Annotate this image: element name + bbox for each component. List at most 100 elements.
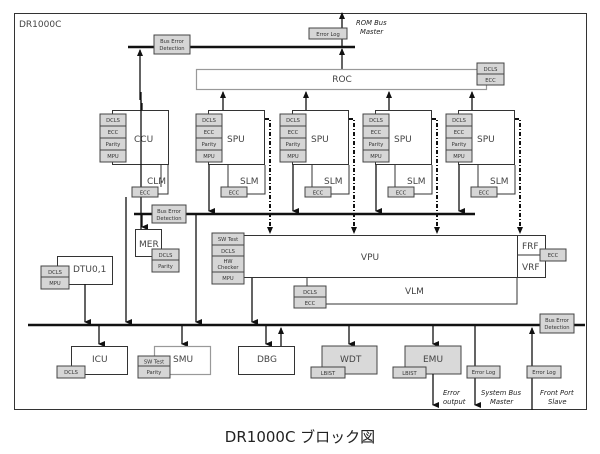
spu-tag-label: Parity	[369, 142, 384, 148]
system-bus-master-label-1: System Bus	[481, 389, 521, 397]
top-bed-label-1: Bus Error	[160, 39, 185, 45]
frame-label: DR1000C	[19, 20, 61, 30]
dbg-label: DBG	[257, 355, 277, 365]
slm-tag-ecc	[470, 186, 498, 198]
spu-tag-label: DCLS	[286, 118, 300, 124]
fps-error-log	[526, 365, 562, 379]
chip-frame	[14, 13, 587, 410]
dtu-label: DTU0,1	[73, 265, 106, 275]
vlm-tag-label: ECC	[305, 301, 316, 307]
wdt-label: WDT	[340, 355, 362, 365]
icu-tag-dcls	[56, 365, 86, 379]
roc-tag-dcls-label: DCLS	[484, 67, 498, 73]
front-port-slave-label-2: Slave	[548, 398, 567, 406]
frf-label: FRF	[522, 242, 539, 252]
emu-tag-lbist	[392, 366, 427, 379]
mer-tag-parity	[151, 259, 180, 273]
spu-vpu-arrowhead	[434, 227, 440, 234]
spu-label: SPU	[311, 135, 329, 145]
sys-error-log	[466, 365, 501, 379]
error-output-label-2: output	[443, 398, 466, 406]
mid-bed-label-2: Detection	[156, 216, 181, 222]
clm-label: CLM	[147, 177, 166, 187]
smu-tag-label: Parity	[147, 370, 162, 376]
spu-tag-label: MPU	[370, 154, 382, 160]
sys-error-log-label: Error Log	[472, 370, 496, 376]
roc-tag-ecc	[476, 73, 505, 86]
top-bed-label-2: Detection	[159, 46, 184, 52]
vpu-tags: SW Test DCLS HW Checker MPU	[211, 232, 245, 285]
spu-tag-label: Parity	[452, 142, 467, 148]
mer-block	[135, 229, 162, 257]
vlm-frame	[306, 278, 518, 305]
vlm-label: VLM	[405, 287, 424, 297]
slm-frame	[394, 165, 433, 195]
vpu-label: VPU	[361, 253, 379, 263]
spu-label: SPU	[227, 135, 245, 145]
vpu-tag-label: Checker	[217, 265, 239, 271]
spu-tag	[362, 149, 390, 163]
ccu-tag-label: Parity	[106, 142, 121, 148]
mer-label: MER	[139, 240, 159, 250]
spu-tag-label: ECC	[288, 130, 299, 136]
ccu-tag-label: MPU	[107, 154, 119, 160]
spu-tag-label: DCLS	[202, 118, 216, 124]
rf-tag-label: ECC	[548, 253, 559, 259]
roc-tag-ecc-label: ECC	[485, 78, 496, 84]
slm-frame	[311, 165, 350, 195]
slm-tag-label: ECC	[313, 191, 324, 197]
vlm-tag-label: DCLS	[303, 290, 317, 296]
dtu-tag-mpu	[40, 276, 70, 290]
spu-tag-label: MPU	[453, 154, 465, 160]
ccu-tags: DCLS ECC Parity MPU	[99, 113, 127, 163]
rom-bus-master-label-2: Master	[360, 28, 384, 36]
ccu-label: CCU	[134, 135, 153, 145]
vpu-block	[231, 235, 518, 278]
spu-tag	[279, 149, 307, 163]
icu-label: ICU	[92, 355, 108, 365]
slm-tag-ecc	[304, 186, 332, 198]
system-bus-master-label-2: Master	[490, 398, 514, 406]
ccu-tag-label: DCLS	[106, 118, 120, 124]
dtu-tag-label: MPU	[49, 281, 61, 287]
spu-tag-label: MPU	[287, 154, 299, 160]
spu-vpu-arrowhead	[517, 227, 523, 234]
rf-tag-ecc	[539, 248, 567, 262]
emu-label: EMU	[423, 355, 443, 365]
dbg-block	[238, 346, 295, 375]
fps-error-log-label: Error Log	[532, 370, 556, 376]
spu-tag	[195, 149, 223, 163]
vrf-label: VRF	[522, 263, 540, 273]
mid-bed-label-1: Bus Error	[157, 209, 182, 215]
slm-label: SLM	[324, 177, 343, 187]
slm-label: SLM	[407, 177, 426, 187]
roc-label: ROC	[332, 75, 352, 85]
bottom-bed-label-1: Bus Error	[545, 318, 570, 324]
clm-tag-label: ECC	[140, 191, 151, 197]
smu-label: SMU	[173, 355, 193, 365]
spu-tag-label: DCLS	[452, 118, 466, 124]
ccu-tag-label: ECC	[108, 130, 119, 136]
slm-tag-label: ECC	[479, 191, 490, 197]
top-error-log	[308, 27, 348, 40]
spu-tag-label: Parity	[202, 142, 217, 148]
wdt-tag-label: LBIST	[321, 371, 336, 377]
spu-label: SPU	[477, 135, 495, 145]
vpu-tag-label: MPU	[222, 276, 234, 282]
diagram-caption: DR1000C ブロック図	[225, 428, 375, 446]
vpu-tag-label: DCLS	[221, 249, 235, 255]
spu-tag-label: DCLS	[369, 118, 383, 124]
slm-tag-ecc	[220, 186, 248, 198]
slm-tag-label: ECC	[229, 191, 240, 197]
spu-tag-label: ECC	[204, 130, 215, 136]
spu-tag	[445, 149, 473, 163]
top-error-log-label: Error Log	[316, 32, 340, 38]
slm-label: SLM	[240, 177, 259, 187]
slm-frame	[227, 165, 266, 195]
spu-vpu-arrowhead	[267, 227, 273, 234]
ccu-tag-mpu	[99, 149, 127, 163]
spu-vpu-arrowhead	[351, 227, 357, 234]
error-output-label-1: Error	[443, 389, 461, 397]
vlm-tag-ecc	[293, 296, 327, 309]
